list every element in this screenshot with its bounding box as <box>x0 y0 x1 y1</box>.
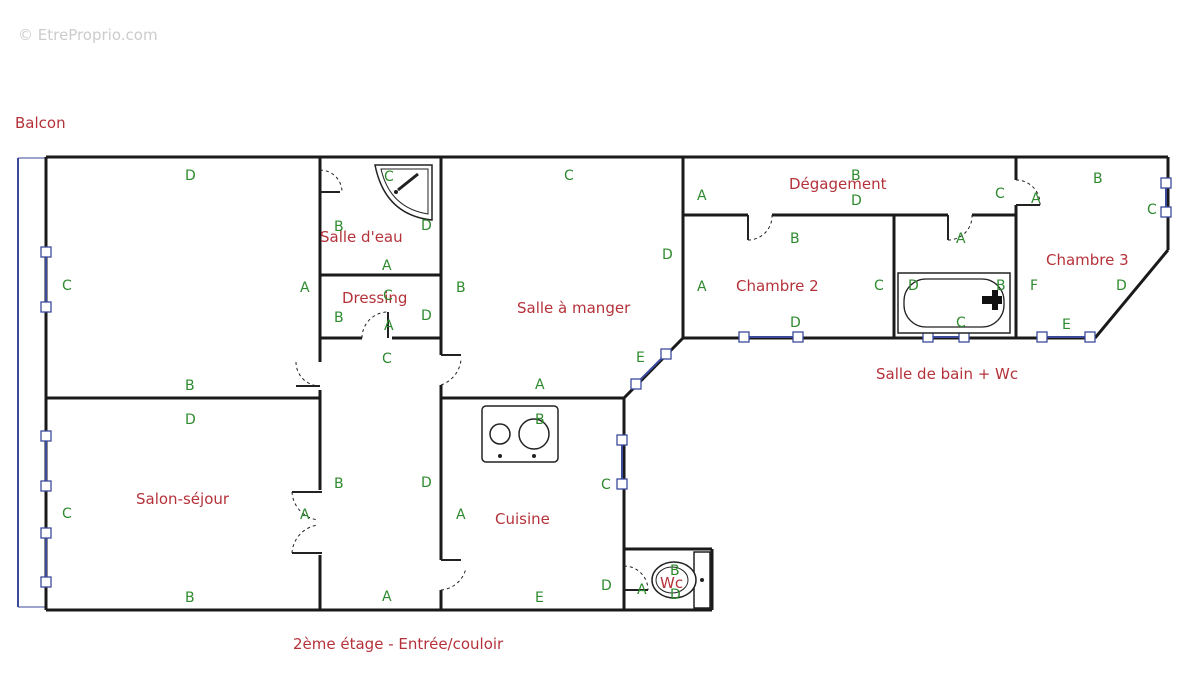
room-entree: 2ème étage - Entrée/couloir <box>293 635 504 653</box>
wall-label: C <box>62 278 72 294</box>
wall-label: E <box>535 590 544 606</box>
fixtures <box>374 164 1011 609</box>
wall-label: A <box>384 318 394 334</box>
wall-label: A <box>956 231 966 247</box>
room-salle-manger: Salle à manger <box>517 299 631 317</box>
wall-label: B <box>334 219 344 235</box>
wall-label: B <box>535 412 545 428</box>
wall-label: D <box>421 475 432 491</box>
room-dressing: Dressing <box>342 289 407 307</box>
room-degagement: Dégagement <box>789 175 887 193</box>
wall-label: C <box>384 169 394 185</box>
room-cuisine: Cuisine <box>495 510 550 528</box>
windows <box>40 177 1172 588</box>
wall-label: C <box>1147 202 1157 218</box>
wall-label: B <box>185 378 195 394</box>
wall-label: E <box>636 350 645 366</box>
wall-label: C <box>601 477 611 493</box>
wall-label: A <box>637 582 647 598</box>
watermark: © EtreProprio.com <box>18 26 158 44</box>
wall-label: A <box>697 188 707 204</box>
wall-label: B <box>1093 171 1103 187</box>
wall-label: B <box>334 310 344 326</box>
room-wc: Wc <box>660 574 683 592</box>
wall-label: C <box>382 351 392 367</box>
wall-label: D <box>851 193 862 209</box>
room-chambre2: Chambre 2 <box>736 277 819 295</box>
doors <box>291 169 1041 591</box>
wall-label: D <box>1116 278 1127 294</box>
wall-label: F <box>1030 278 1038 294</box>
wall-label: A <box>456 507 466 523</box>
wall-label: B <box>996 278 1006 294</box>
wall-label: C <box>995 186 1005 202</box>
walls <box>44 155 1170 612</box>
wall-label: A <box>535 377 545 393</box>
room-chambre3: Chambre 3 <box>1046 251 1129 269</box>
wall-label: D <box>421 218 432 234</box>
wall-label: C <box>564 168 574 184</box>
wall-label: C <box>383 288 393 304</box>
toilet-icon <box>651 551 711 609</box>
wall-label: A <box>300 507 310 523</box>
balcony <box>17 157 46 608</box>
wall-label: D <box>790 315 801 331</box>
room-salle-eau: Salle d'eau <box>320 228 403 246</box>
wall-label: A <box>300 280 310 296</box>
wall-label: C <box>874 278 884 294</box>
wall-label: B <box>790 231 800 247</box>
wall-label: D <box>421 308 432 324</box>
wall-label: B <box>456 280 466 296</box>
wall-label: D <box>908 278 919 294</box>
cooktop-icon <box>481 405 559 463</box>
wall-label: D <box>601 578 612 594</box>
shower-icon <box>374 164 433 221</box>
wall-label: B <box>334 476 344 492</box>
wall-label: A <box>382 258 392 274</box>
bathtub-icon <box>897 272 1011 334</box>
wall-label: D <box>662 247 673 263</box>
room-salle-bain: Salle de bain + Wc <box>876 365 1018 383</box>
wall-letters: D C A B C B D A C B A D C B D A C D B A … <box>62 168 1157 606</box>
wall-label: D <box>185 412 196 428</box>
wall-label: A <box>697 279 707 295</box>
wall-label: C <box>956 315 966 331</box>
room-labels: Balcon Salle d'eau Dressing Salle à mang… <box>15 114 1129 653</box>
wall-label: D <box>185 168 196 184</box>
wall-label: B <box>185 590 195 606</box>
room-salon: Salon-séjour <box>136 490 230 508</box>
wall-label: B <box>851 168 861 184</box>
room-balcon: Balcon <box>15 114 66 132</box>
wall-label: A <box>382 589 392 605</box>
wall-label: B <box>670 563 680 579</box>
wall-label: A <box>1031 191 1041 207</box>
wall-label: E <box>1062 317 1071 333</box>
wall-label: D <box>670 587 681 603</box>
wall-label: C <box>62 506 72 522</box>
